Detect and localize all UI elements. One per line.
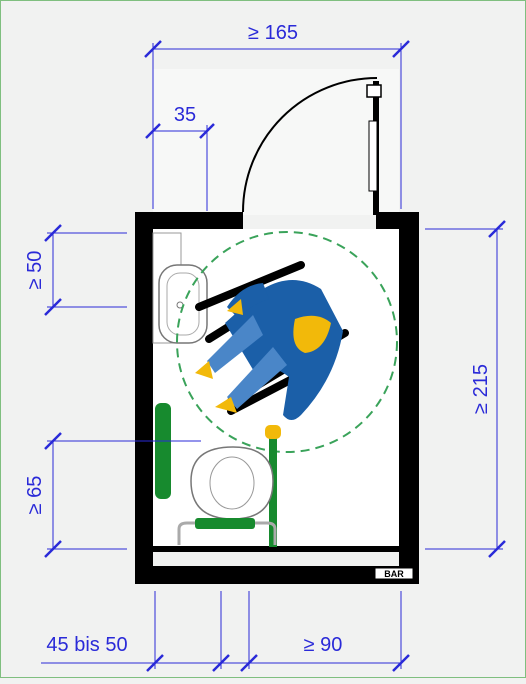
grab-bar-hand <box>265 425 281 439</box>
dim-left-lower: ≥ 65 <box>24 476 46 515</box>
door-lock <box>366 84 382 98</box>
door-handle-plate <box>368 120 378 192</box>
turning-circle <box>176 231 398 453</box>
dim-door-offset: 35 <box>174 104 196 126</box>
logo: BAR <box>374 567 414 580</box>
room-walls <box>135 212 419 584</box>
door-swing-arc <box>242 77 378 213</box>
wheelchair-user-figure <box>195 261 349 420</box>
wall-right <box>399 212 419 584</box>
dimension-lines <box>41 40 506 672</box>
wall-left <box>135 212 153 584</box>
wall-bottom <box>135 566 419 584</box>
dim-left-upper: ≥ 50 <box>24 251 46 290</box>
door <box>242 77 382 215</box>
toilet <box>177 446 277 545</box>
dim-bottom-left: 45 bis 50 <box>46 634 127 656</box>
corridor-area <box>153 69 399 215</box>
logo-text: BAR <box>384 569 404 579</box>
dim-right-height: ≥ 215 <box>470 364 492 414</box>
dim-top-width: ≥ 165 <box>248 22 298 44</box>
dimension-labels: ≥ 165 35 ≥ 50 ≥ 65 ≥ 215 45 bis 50 ≥ 90 <box>24 22 492 656</box>
wall-grab-bar <box>155 403 171 499</box>
floor-strip <box>153 546 399 552</box>
wall-top-left <box>135 212 243 229</box>
dim-bottom-right: ≥ 90 <box>304 634 343 656</box>
